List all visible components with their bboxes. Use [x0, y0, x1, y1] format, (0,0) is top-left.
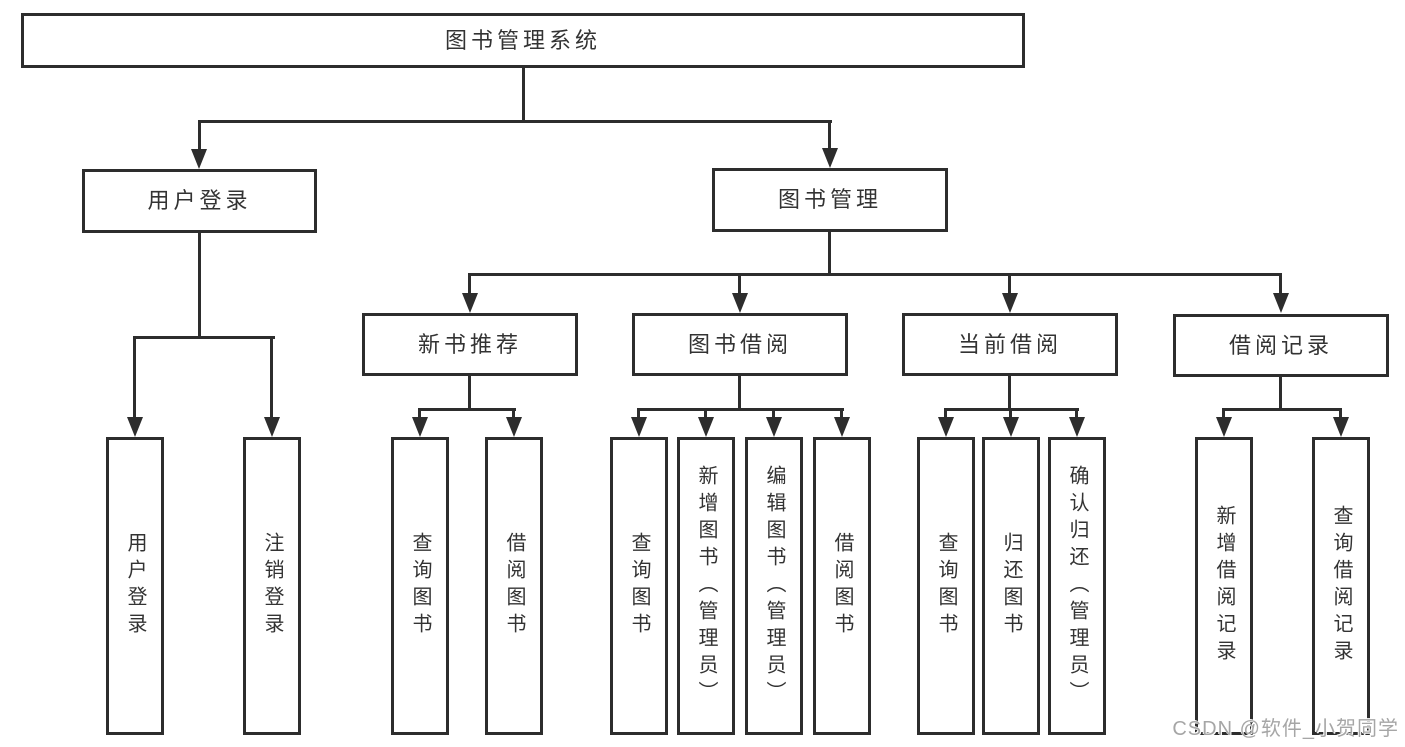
arrowhead-down-icon: [127, 417, 143, 437]
node-leaf-query-books-1: 查询图书: [391, 437, 449, 735]
node-label: 用户登录: [147, 188, 252, 213]
connector-line: [1008, 273, 1011, 295]
node-label: 确认归还（管理员）: [1066, 464, 1088, 708]
connector-line: [469, 273, 1282, 276]
node-label: 借阅记录: [1228, 332, 1333, 358]
node-label: 图书管理: [777, 187, 882, 212]
node-label: 图书借阅: [687, 331, 792, 357]
node-leaf-query-books-2: 查询图书: [610, 437, 668, 735]
connector-line: [1279, 273, 1282, 295]
connector-line: [522, 68, 525, 120]
node-label: 新书推荐: [417, 331, 522, 357]
node-leaf-return-book: 归还图书: [982, 437, 1040, 735]
node-label: 查询图书: [628, 532, 650, 640]
connector-line: [468, 376, 471, 408]
node-system-root: 图书管理系统: [21, 13, 1025, 68]
node-label: 图书管理系统: [444, 27, 601, 53]
node-label: 新增图书（管理员）: [695, 464, 717, 708]
node-borrow-records: 借阅记录: [1173, 314, 1389, 377]
node-label: 用户登录: [124, 532, 146, 640]
connector-line: [637, 408, 640, 418]
connector-line: [512, 408, 515, 418]
arrowhead-down-icon: [412, 417, 428, 437]
node-label: 当前借阅: [957, 331, 1062, 357]
arrowhead-down-icon: [191, 149, 207, 169]
node-new-book-recommend: 新书推荐: [362, 313, 578, 376]
connector-line: [1222, 408, 1225, 418]
node-label: 注销登录: [261, 532, 283, 640]
connector-line: [1339, 408, 1342, 418]
connector-line: [840, 408, 843, 418]
connector-line: [198, 233, 201, 336]
connector-line: [198, 120, 201, 151]
arrowhead-down-icon: [631, 417, 647, 437]
arrowhead-down-icon: [1273, 293, 1289, 313]
connector-line: [198, 120, 832, 123]
node-book-management: 图书管理: [712, 168, 948, 232]
arrowhead-down-icon: [506, 417, 522, 437]
connector-line: [133, 336, 136, 418]
node-leaf-user-login: 用户登录: [106, 437, 164, 735]
connector-line: [704, 408, 707, 418]
node-label: 借阅图书: [503, 532, 525, 640]
connector-line: [637, 408, 844, 411]
arrowhead-down-icon: [1002, 293, 1018, 313]
connector-line: [828, 120, 831, 150]
connector-line: [270, 336, 273, 418]
node-user-login: 用户登录: [82, 169, 317, 233]
watermark: CSDN @软件_小贺同学: [1172, 718, 1399, 740]
connector-line: [134, 336, 275, 339]
node-leaf-add-borrow-record: 新增借阅记录: [1195, 437, 1253, 735]
connector-line: [828, 232, 831, 273]
node-label: 新增借阅记录: [1213, 505, 1235, 667]
node-label: 查询图书: [935, 532, 957, 640]
node-leaf-logout: 注销登录: [243, 437, 301, 735]
node-leaf-confirm-return-admin: 确认归还（管理员）: [1048, 437, 1106, 735]
arrowhead-down-icon: [1216, 417, 1232, 437]
arrowhead-down-icon: [938, 417, 954, 437]
arrowhead-down-icon: [264, 417, 280, 437]
arrowhead-down-icon: [766, 417, 782, 437]
node-leaf-borrow-books-1: 借阅图书: [485, 437, 543, 735]
connector-line: [1279, 377, 1282, 408]
arrowhead-down-icon: [1003, 417, 1019, 437]
arrowhead-down-icon: [1069, 417, 1085, 437]
connector-line: [419, 408, 516, 411]
connector-line: [418, 408, 421, 418]
arrowhead-down-icon: [462, 293, 478, 313]
node-book-borrowing: 图书借阅: [632, 313, 848, 376]
connector-line: [772, 408, 775, 418]
connector-line: [738, 273, 741, 295]
arrowhead-down-icon: [834, 417, 850, 437]
node-label: 编辑图书（管理员）: [763, 464, 785, 708]
connector-line: [1075, 408, 1078, 418]
node-label: 归还图书: [1000, 532, 1022, 640]
arrowhead-down-icon: [698, 417, 714, 437]
connector-line: [738, 376, 741, 408]
node-leaf-borrow-books-2: 借阅图书: [813, 437, 871, 735]
connector-line: [1009, 408, 1012, 418]
node-current-borrowing: 当前借阅: [902, 313, 1118, 376]
node-leaf-query-books-3: 查询图书: [917, 437, 975, 735]
arrowhead-down-icon: [732, 293, 748, 313]
connector-line: [944, 408, 947, 418]
connector-line: [468, 273, 471, 295]
arrowhead-down-icon: [822, 148, 838, 168]
node-leaf-edit-book-admin: 编辑图书（管理员）: [745, 437, 803, 735]
node-leaf-query-borrow-record: 查询借阅记录: [1312, 437, 1370, 735]
connector-line: [1008, 376, 1011, 408]
node-label: 查询图书: [409, 532, 431, 640]
connector-line: [1222, 408, 1342, 411]
node-label: 查询借阅记录: [1330, 505, 1352, 667]
node-leaf-add-book-admin: 新增图书（管理员）: [677, 437, 735, 735]
node-label: 借阅图书: [831, 532, 853, 640]
arrowhead-down-icon: [1333, 417, 1349, 437]
